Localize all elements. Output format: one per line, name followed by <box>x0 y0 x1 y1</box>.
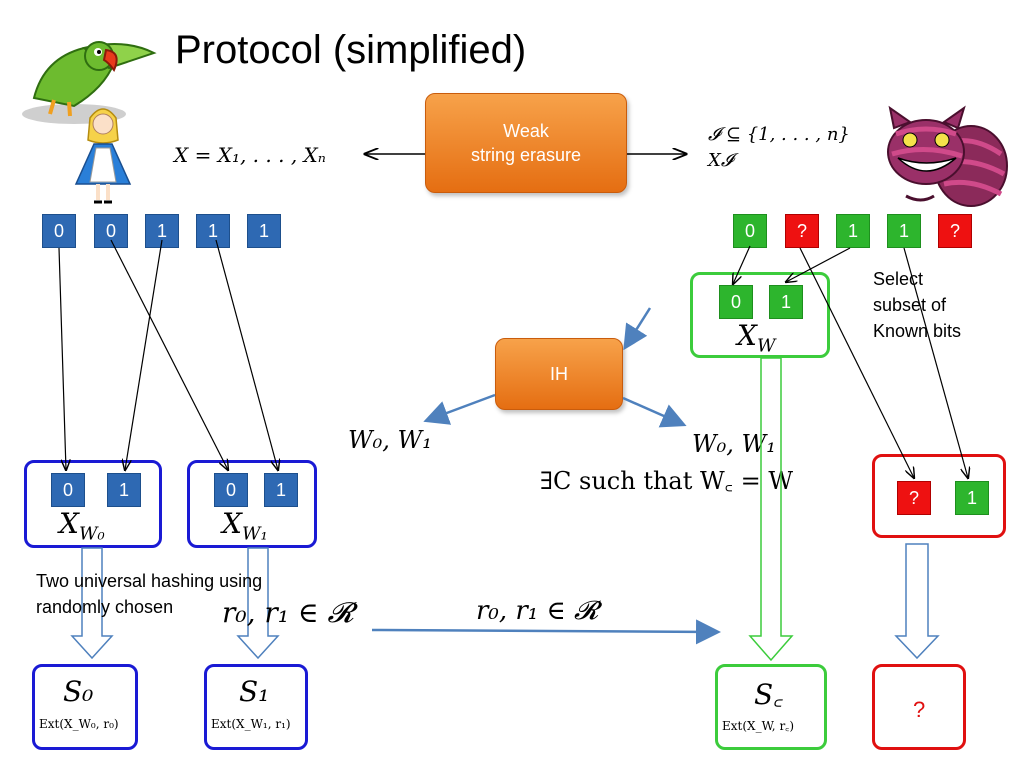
exists-c-statement: ∃C such that W꜀ = W <box>540 467 794 495</box>
xw1-label: XW₁ <box>222 507 268 545</box>
unknown-bit: 1 <box>955 481 989 515</box>
ih-label: IH <box>550 364 568 384</box>
alice-bit: 0 <box>94 214 128 248</box>
s0-box: S₀ Ext(X_W₀, r₀) <box>32 664 138 750</box>
x-index: X𝓘 <box>708 150 733 171</box>
xw1-bit: 1 <box>264 473 298 507</box>
alice-bit: 0 <box>42 214 76 248</box>
w-pair-right: W₀, W₁ <box>692 430 776 458</box>
w-pair-left: W₀, W₁ <box>348 426 432 454</box>
unknown-bit: ? <box>897 481 931 515</box>
s1-box: S₁ Ext(X_W₁, r₁) <box>204 664 308 750</box>
xw1-bit: 0 <box>214 473 248 507</box>
unknown-bits-box: ? 1 <box>872 454 1006 538</box>
bob-bit: 0 <box>733 214 767 248</box>
xw1-box: 0 1 XW₁ <box>187 460 317 548</box>
xw-bit: 1 <box>769 285 803 319</box>
s1-ext: Ext(X_W₁, r₁) <box>211 717 291 731</box>
weak-label: Weak <box>503 121 549 141</box>
xw0-bit: 1 <box>107 473 141 507</box>
r-values-right: r₀, r₁ ∈ 𝓡 <box>476 596 599 626</box>
string-erasure-label: string erasure <box>470 145 582 165</box>
s1-label: S₁ <box>239 675 270 708</box>
unknown-result-label: ? <box>913 697 926 722</box>
sc-ext: Ext(X_W, r꜀) <box>722 719 795 733</box>
xw0-label: XW₀ <box>59 507 105 545</box>
r-values-left: r₀, r₁ ∈ 𝓡 <box>222 596 354 629</box>
xw-label: XW <box>737 319 776 357</box>
xw0-box: 0 1 XW₀ <box>24 460 162 548</box>
page-title: Protocol (simplified) <box>175 28 527 72</box>
cheshire-cat-icon <box>887 105 1008 207</box>
xw0-bit: 0 <box>51 473 85 507</box>
unknown-result-box: ? <box>872 664 966 750</box>
sc-box: S꜀ Ext(X_W, r꜀) <box>715 664 827 750</box>
bob-bit: ? <box>785 214 819 248</box>
s0-ext: Ext(X_W₀, r₀) <box>39 717 119 731</box>
xw-bit: 0 <box>719 285 753 319</box>
xw-box: 0 1 XW <box>690 272 830 358</box>
x-equation: X = X₁, . . . , Xₙ <box>174 143 326 167</box>
index-subset: 𝓘 ⊆ {1, . . . , n} <box>708 124 850 145</box>
s0-label: S₀ <box>63 675 94 708</box>
ih-box: IH <box>495 338 623 410</box>
bob-bit: ? <box>938 214 972 248</box>
sc-label: S꜀ <box>754 678 783 711</box>
weak-string-erasure-box: Weak string erasure <box>425 93 627 193</box>
bob-bit: 1 <box>836 214 870 248</box>
bob-bit: 1 <box>887 214 921 248</box>
alice-icon <box>74 108 132 204</box>
alice-bit: 1 <box>247 214 281 248</box>
alice-bit: 1 <box>145 214 179 248</box>
alice-bit: 1 <box>196 214 230 248</box>
